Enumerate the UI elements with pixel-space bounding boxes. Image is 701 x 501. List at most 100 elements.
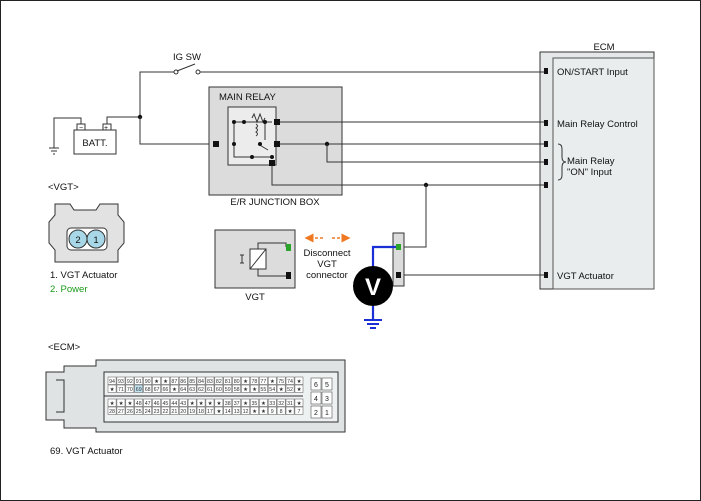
ecm-pin-number: ★ <box>216 409 221 415</box>
vgt-connector-pin1 <box>86 229 106 249</box>
vgt-legend-2: 2. Power <box>50 284 88 295</box>
ecm-pin-cell <box>285 398 295 407</box>
ecm-inner <box>552 57 655 290</box>
ecm-pin-cell <box>107 384 117 393</box>
ecm-pin-cell <box>223 406 233 415</box>
ecm-pin-cell <box>267 406 277 415</box>
ecm-pin-cell <box>214 398 224 407</box>
ecm-pin-number: ★ <box>172 387 177 393</box>
ecm-pin-cell <box>196 398 206 407</box>
jb-pin-left <box>213 141 219 147</box>
ecm-pin-number: 81 <box>225 379 231 385</box>
ecm-pin-cell <box>214 384 224 393</box>
ecm-pin-cell <box>152 376 161 385</box>
batt-relay-wire <box>139 117 214 145</box>
ecm-pin-number: 69 <box>136 387 142 393</box>
ecm-connector-title: <ECM> <box>48 342 81 353</box>
ecm-pin-number: 94 <box>109 379 115 385</box>
harness-pin-actuator <box>396 272 401 278</box>
battery-ground-symbol <box>49 147 59 155</box>
ecm-pin-number: 35 <box>251 401 257 407</box>
ecm-pin-number: 75 <box>278 379 284 385</box>
ecm-pin-number: 7 <box>297 409 300 415</box>
ecm-pin-cell <box>125 384 135 393</box>
ecm-pin-cell <box>276 376 286 385</box>
relay-dot-6 <box>250 155 254 159</box>
ecm-pin-number: 52 <box>287 387 293 393</box>
ecm-pin-number: 59 <box>225 387 231 393</box>
ecm-pin-number: 64 <box>180 387 186 393</box>
ecm-pin-cell <box>232 406 241 415</box>
ecm-pin-number: 87 <box>171 379 177 385</box>
battery-positive-wire <box>106 116 140 124</box>
ecm-side-pin-cell <box>321 391 333 405</box>
ecm-pin-number: ★ <box>208 401 213 407</box>
ecm-pin-cell <box>134 398 144 407</box>
ecm-pin-cell <box>187 384 197 393</box>
ecm-pin-number: 44 <box>171 401 177 407</box>
ecm-pin-number: ★ <box>110 387 115 393</box>
battery-ground-wire <box>53 117 82 148</box>
ig-switch-label: IG SW <box>173 52 201 63</box>
ecm-pin-number: ★ <box>190 401 195 407</box>
ecm-pin-number: ★ <box>243 401 248 407</box>
ecm-pin-number: 70 <box>127 387 133 393</box>
ecm-pin-cell <box>196 406 206 415</box>
ecm-pin-cell <box>170 384 179 393</box>
main-relay-control-label: Main Relay Control <box>557 119 638 130</box>
ecm-pin-number: 86 <box>180 379 186 385</box>
ecm-pin-cell <box>259 406 268 415</box>
ecm-pin-cell <box>267 398 277 407</box>
ecm-pin-number: 43 <box>180 401 186 407</box>
ig-switch-lever <box>176 63 196 72</box>
relay-on-wire-c <box>271 166 544 186</box>
ecm-pin-cell <box>161 384 170 393</box>
relay-dot-7 <box>270 155 274 159</box>
ecm-pin-cell <box>205 384 215 393</box>
ecm-pin-cell <box>178 398 188 407</box>
battery-plus-sign: + <box>104 125 108 132</box>
ecm-pin-number: ★ <box>243 387 248 393</box>
ecm-pin-cell <box>187 398 197 407</box>
ecm-pin-cell <box>259 376 268 385</box>
ecm-pin-number: 45 <box>162 401 168 407</box>
ecm-pin-number: 18 <box>198 409 204 415</box>
ecm-pin-cell <box>143 398 152 407</box>
ecm-pin-cell <box>161 398 170 407</box>
ecm-pin-number: 12 <box>243 409 249 415</box>
disconnect-label-1: Disconnect <box>304 248 351 259</box>
ecm-pin-number: 17 <box>207 409 213 415</box>
ecm-pin-number: 85 <box>189 379 195 385</box>
ecm-pin-number: 93 <box>118 379 124 385</box>
ecm-side-pin-number: 3 <box>325 396 329 403</box>
ecm-pin-cell <box>205 406 215 415</box>
main-relay-on-label-1: Main Relay <box>567 156 615 167</box>
ecm-pin-number: 8 <box>280 409 283 415</box>
vgt-actuator-mark <box>240 254 244 264</box>
ecm-pin-number: 46 <box>154 401 160 407</box>
ecm-pin-number: 62 <box>198 387 204 393</box>
ecm-pin-cell <box>107 406 117 415</box>
ecm-side-pin-cell <box>321 405 333 419</box>
ecm-side-pin-number: 1 <box>325 410 329 417</box>
battery-minus-sign: − <box>79 125 83 132</box>
ecm-side-pin-cell <box>310 405 322 419</box>
ecm-pin-cell <box>214 406 224 415</box>
ecm-pin-cell <box>178 384 188 393</box>
ig-switch-contact-b <box>195 69 201 75</box>
ecm-pin-number: 27 <box>118 409 124 415</box>
ecm-pin-cell <box>241 376 250 385</box>
jb-pin-out <box>274 141 280 147</box>
ecm-pin-number: 58 <box>234 387 240 393</box>
ecm-pin-number: 14 <box>225 409 231 415</box>
ecm-pin-cell <box>276 398 286 407</box>
ecm-pin-number: ★ <box>243 379 248 385</box>
voltmeter-ground-symbol <box>364 319 382 329</box>
vgt-actuator-pin-label: VGT Actuator <box>557 271 614 282</box>
vgt-connector-pin1-label: 1 <box>93 235 98 246</box>
ecm-pin-cell <box>232 376 241 385</box>
ecm-pin-number: 22 <box>162 409 168 415</box>
ecm-pin-number: 82 <box>216 379 222 385</box>
